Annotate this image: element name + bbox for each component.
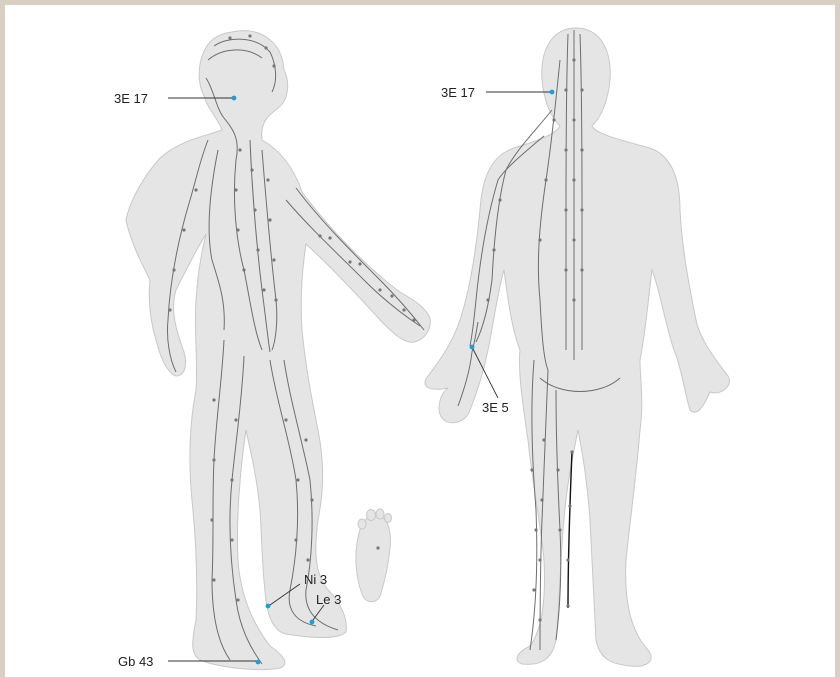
point-le3 [310,620,315,625]
foot-sole-figure [356,509,392,602]
label-gb43: Gb 43 [118,654,153,669]
label-le3: Le 3 [316,592,341,607]
point-3e17-side [232,96,237,101]
label-3e17-back: 3E 17 [441,85,475,100]
point-3e5 [470,345,475,350]
back-view-figure [425,28,730,666]
label-ni3: Ni 3 [304,572,327,587]
point-3e17-back [550,90,555,95]
point-gb43 [256,660,261,665]
label-3e5: 3E 5 [482,400,509,415]
label-3e17-side: 3E 17 [114,91,148,106]
point-ni3 [266,604,271,609]
